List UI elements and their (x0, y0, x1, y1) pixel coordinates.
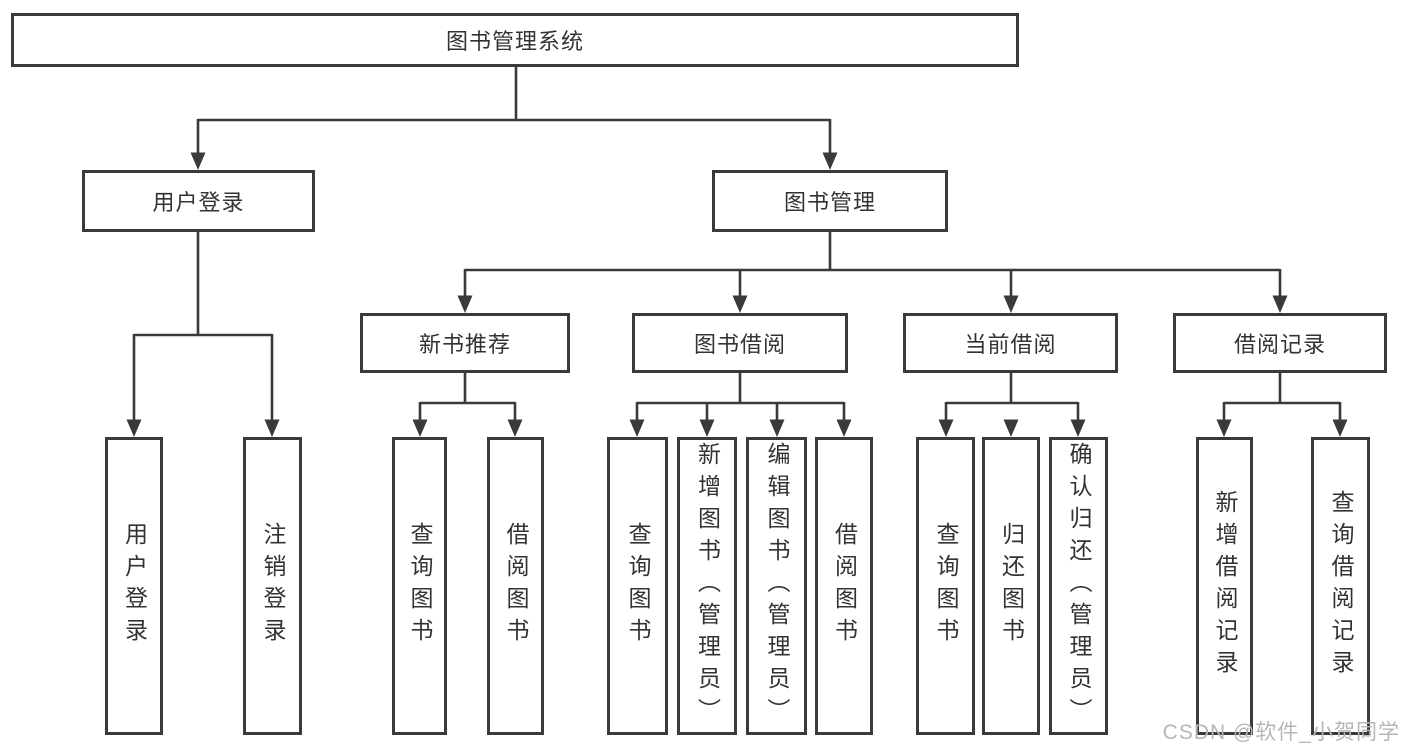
arrow-down-icon (732, 295, 748, 313)
arrow-down-icon (412, 419, 428, 437)
node-return-books: 归还图书 (982, 437, 1040, 735)
arrow-down-icon (1003, 295, 1019, 313)
node-user-login-action: 用户登录 (105, 437, 163, 735)
node-recommend-borrow-books: 借阅图书 (487, 437, 544, 735)
arrow-down-icon (1003, 419, 1019, 437)
arrow-down-icon (1332, 419, 1348, 437)
arrow-down-icon (1216, 419, 1232, 437)
arrow-down-icon (264, 419, 280, 437)
arrow-down-icon (1272, 295, 1288, 313)
node-borrowing-borrow-books: 借阅图书 (815, 437, 873, 735)
node-edit-book-admin: 编辑图书（管理员） (746, 437, 807, 735)
node-borrowing-query-books: 查询图书 (607, 437, 668, 735)
arrow-down-icon (938, 419, 954, 437)
node-confirm-return-admin: 确认归还（管理员） (1049, 437, 1108, 735)
node-user-login: 用户登录 (82, 170, 315, 232)
arrow-down-icon (836, 419, 852, 437)
arrow-down-icon (769, 419, 785, 437)
arrow-down-icon (190, 152, 206, 170)
node-add-book-admin: 新增图书（管理员） (677, 437, 737, 735)
arrow-down-icon (629, 419, 645, 437)
arrow-down-icon (1070, 419, 1086, 437)
node-book-borrowing: 图书借阅 (632, 313, 848, 373)
arrow-down-icon (822, 152, 838, 170)
node-add-borrow-record: 新增借阅记录 (1196, 437, 1253, 735)
watermark: CSDN @软件_小贺同学 (1162, 721, 1400, 744)
node-logout-action: 注销登录 (243, 437, 302, 735)
node-book-management: 图书管理 (712, 170, 948, 232)
node-current-query-books: 查询图书 (916, 437, 975, 735)
node-current-borrowing: 当前借阅 (903, 313, 1118, 373)
node-library-system-root: 图书管理系统 (11, 13, 1019, 67)
node-new-book-recommendation: 新书推荐 (360, 313, 570, 373)
arrow-down-icon (457, 295, 473, 313)
arrow-down-icon (126, 419, 142, 437)
arrow-down-icon (507, 419, 523, 437)
node-recommend-query-books: 查询图书 (392, 437, 447, 735)
node-query-borrow-record: 查询借阅记录 (1311, 437, 1370, 735)
node-borrowing-records: 借阅记录 (1173, 313, 1387, 373)
arrow-down-icon (699, 419, 715, 437)
